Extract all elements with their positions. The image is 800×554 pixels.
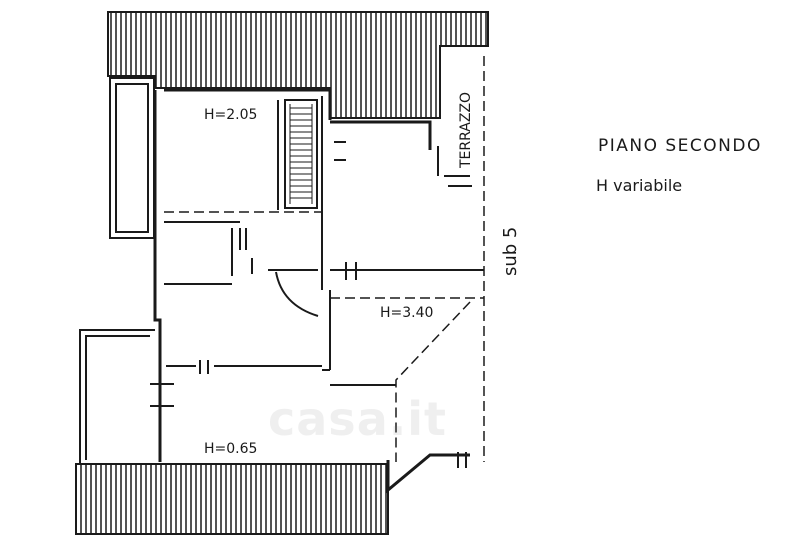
dashed-projection-lines — [164, 56, 485, 462]
outer-walls — [153, 88, 470, 494]
terrazzo-label: TERRAZZO — [458, 92, 474, 169]
left-balcony-top — [109, 77, 155, 239]
interior-walls — [164, 96, 484, 386]
wall-openings — [150, 141, 472, 468]
sub-label: sub 5 — [500, 227, 521, 276]
height-label-middle: H=3.40 — [380, 305, 433, 321]
left-balcony-bottom — [79, 329, 155, 464]
height-label-top: H=2.05 — [204, 107, 257, 123]
staircase — [284, 99, 318, 209]
roof-hatch-top — [107, 11, 489, 119]
floor-subtitle: H variabile — [596, 176, 683, 195]
floor-title: PIANO SECONDO — [598, 136, 762, 156]
roof-hatch-bottom — [75, 463, 389, 535]
door-swing — [268, 269, 319, 317]
watermark-logo: casa.it — [268, 392, 447, 446]
height-label-bottom: H=0.65 — [204, 441, 257, 457]
